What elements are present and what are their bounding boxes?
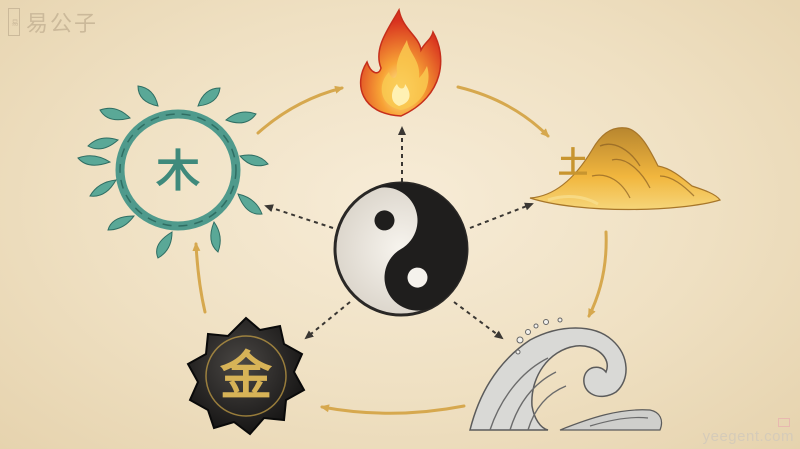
water-element: 水: [469, 317, 663, 431]
earth-element: 土: [529, 127, 721, 211]
generating-cycle-arrows: [192, 85, 608, 415]
arrow-center-to-wood: [264, 204, 334, 229]
wood-character: 木: [156, 146, 200, 197]
yin-yang-symbol: [333, 181, 469, 317]
watermark-name: 易公子: [26, 12, 99, 37]
arrow-fire-to-earth: [456, 85, 550, 138]
metal-character: 金: [219, 346, 273, 407]
watermark-logo: 易 易公子: [8, 6, 98, 38]
arrow-earth-to-water: [587, 230, 608, 318]
metal-element: 金: [186, 316, 306, 436]
fire-element: [359, 7, 442, 117]
arrow-water-to-metal: [320, 404, 466, 415]
wood-element: 木: [77, 85, 269, 259]
arrow-wood-to-fire: [256, 85, 344, 135]
arrow-center-to-metal: [304, 301, 351, 340]
arrow-metal-to-wood: [192, 242, 207, 314]
center-dashed-arrows: [264, 126, 534, 340]
arrow-center-to-water: [453, 301, 504, 340]
red-seal-stamp: [778, 418, 790, 427]
earth-character: 土: [558, 146, 588, 181]
arrow-center-to-earth: [469, 202, 534, 229]
site-watermark: yeegent.com: [702, 428, 794, 445]
watermark-seal: 易: [8, 8, 20, 36]
